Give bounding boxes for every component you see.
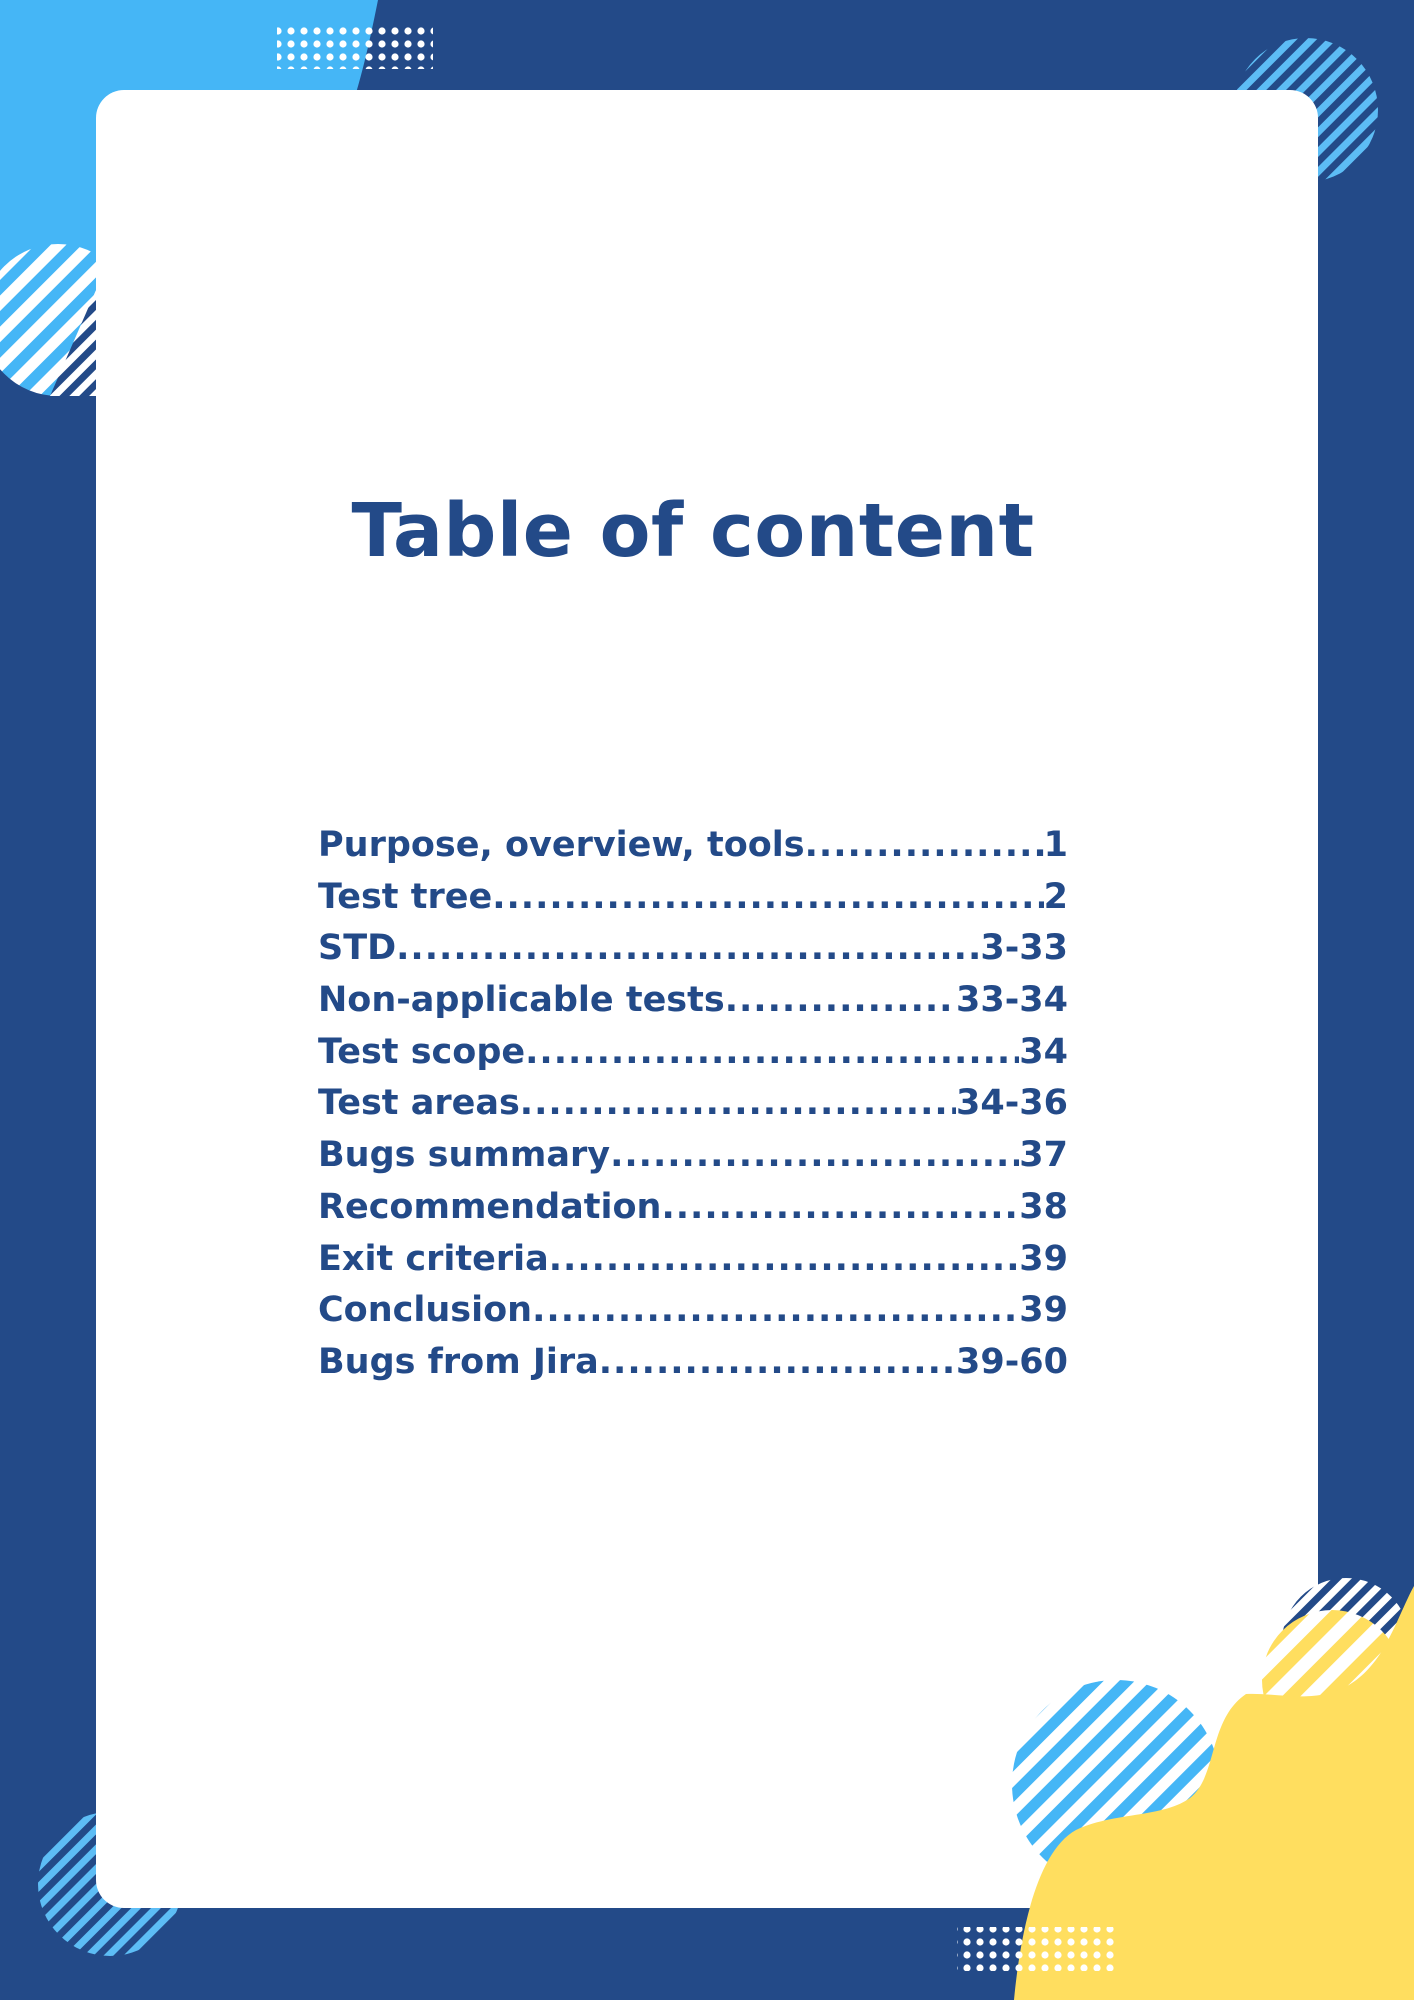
toc-entry-page: 34 [1019, 1031, 1068, 1072]
toc-entry-label: Test areas [318, 1083, 520, 1124]
dot-grid-bottom [957, 1927, 1117, 1971]
toc-entry: Test scope 34 [318, 1027, 1068, 1079]
toc-leader-dots [661, 1182, 1019, 1234]
toc-leader-dots [492, 872, 1043, 924]
toc-entry-label: Conclusion [318, 1290, 533, 1331]
toc-leader-dots [805, 820, 1044, 872]
toc-entry: Non-applicable tests 33-34 [318, 975, 1068, 1027]
toc-entry-label: Bugs summary [318, 1135, 611, 1176]
toc-entry-label: Exit criteria [318, 1238, 549, 1279]
toc-entry: Recommendation 38 [318, 1182, 1068, 1234]
toc-entry: Test tree 2 [318, 872, 1068, 924]
toc-leader-dots [520, 1078, 956, 1130]
toc-entry-page: 39-60 [956, 1341, 1068, 1382]
toc-entry-page: 34-36 [956, 1083, 1068, 1124]
toc-entry-label: Test tree [318, 876, 493, 917]
toc-entry-page: 3-33 [980, 928, 1068, 969]
toc-entry-page: 2 [1043, 876, 1068, 917]
toc-entry-page: 39 [1019, 1238, 1068, 1279]
content-card [96, 90, 1318, 1908]
toc-entry-label: Recommendation [318, 1186, 662, 1227]
toc-leader-dots [525, 1027, 1019, 1079]
page-title: Table of content [351, 488, 1035, 574]
toc-entry-label: Test scope [318, 1031, 526, 1072]
toc-entry: Test areas 34-36 [318, 1078, 1068, 1130]
toc-entry-page: 39 [1019, 1290, 1068, 1331]
toc-entry-page: 37 [1019, 1135, 1068, 1176]
toc-entry-page: 38 [1019, 1186, 1068, 1227]
toc-entry: Bugs summary 37 [318, 1130, 1068, 1182]
toc-entry: Exit criteria 39 [318, 1234, 1068, 1286]
toc-entry: Purpose, overview, tools 1 [318, 820, 1068, 872]
toc-entry-label: Purpose, overview, tools [318, 825, 805, 865]
toc-entry-label: STD [318, 928, 397, 969]
toc-leader-dots [396, 923, 980, 975]
toc-leader-dots [725, 975, 956, 1027]
toc-leader-dots [610, 1130, 1019, 1182]
toc-entry-label: Non-applicable tests [318, 980, 725, 1021]
toc-entry: Bugs from Jira 39-60 [318, 1337, 1068, 1389]
dot-grid-top [277, 27, 433, 69]
toc-entry: STD 3-33 [318, 923, 1068, 975]
toc-leader-dots [599, 1337, 956, 1389]
toc-leader-dots [549, 1234, 1020, 1286]
toc-entry-page: 33-34 [956, 980, 1068, 1021]
toc-entry: Conclusion 39 [318, 1285, 1068, 1337]
yellow-blob [1014, 1586, 1414, 2000]
toc-entry-page: 1 [1043, 825, 1068, 865]
toc-entry-label: Bugs from Jira [318, 1341, 599, 1382]
toc-leader-dots [532, 1285, 1019, 1337]
